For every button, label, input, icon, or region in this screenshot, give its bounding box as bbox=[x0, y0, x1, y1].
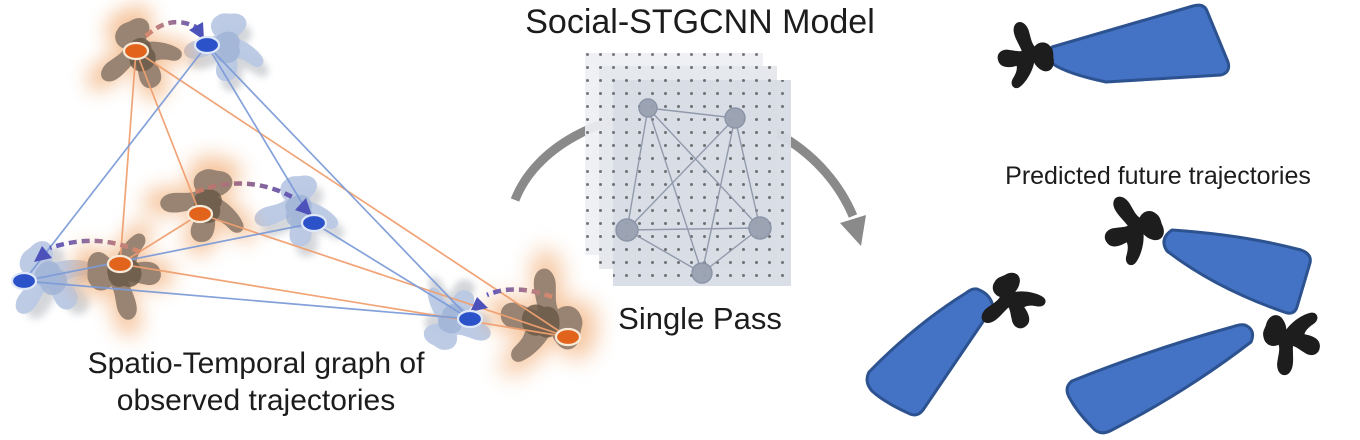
temporal-arrowheads bbox=[34, 22, 488, 312]
single-pass-arrowhead-icon bbox=[840, 215, 866, 246]
predictions bbox=[865, 3, 1335, 435]
pedestrian-predicted bbox=[995, 20, 1058, 92]
observed-graph-caption: Spatio-Temporal graph of observed trajec… bbox=[46, 346, 466, 420]
pedestrian-observed bbox=[132, 136, 278, 272]
temporal-arrows bbox=[49, 19, 553, 300]
temporal-arrow bbox=[195, 181, 298, 201]
temporal-arrow bbox=[49, 238, 141, 255]
observed-graph-caption-line1: Spatio-Temporal graph of bbox=[87, 347, 425, 380]
gcn-graph-edges bbox=[626, 107, 761, 274]
temporal-arrowhead-icon bbox=[34, 246, 52, 262]
spatial-edges-observed bbox=[119, 50, 569, 338]
prediction-cone bbox=[865, 287, 995, 417]
single-pass-label: Single Pass bbox=[618, 301, 782, 336]
model-title: Social-STGCNN Model bbox=[525, 3, 875, 41]
spatial-edges-current bbox=[23, 44, 471, 320]
prediction-cone bbox=[1065, 323, 1254, 435]
prediction-cone bbox=[1162, 228, 1312, 315]
observed-graph-caption-line2: observed trajectories bbox=[116, 383, 396, 417]
pedestrian-predicted bbox=[1098, 189, 1169, 269]
prediction-cone bbox=[1047, 3, 1231, 84]
stgcnn-layer-stack bbox=[585, 53, 791, 286]
gcn-graph-nodes bbox=[615, 98, 772, 284]
temporal-arrowhead-icon bbox=[295, 198, 312, 216]
prediction-cones bbox=[865, 3, 1312, 435]
temporal-arrowhead-icon bbox=[189, 22, 204, 40]
predicted-trajectories-caption: Predicted future trajectories bbox=[1005, 162, 1311, 190]
temporal-arrowhead-icon bbox=[470, 297, 488, 312]
temporal-arrow bbox=[486, 287, 553, 300]
observed-nodes bbox=[106, 41, 582, 347]
current-nodes bbox=[10, 35, 484, 329]
observed-graph bbox=[0, 0, 619, 400]
gcn-graph bbox=[615, 98, 772, 284]
temporal-arrow bbox=[144, 19, 198, 38]
